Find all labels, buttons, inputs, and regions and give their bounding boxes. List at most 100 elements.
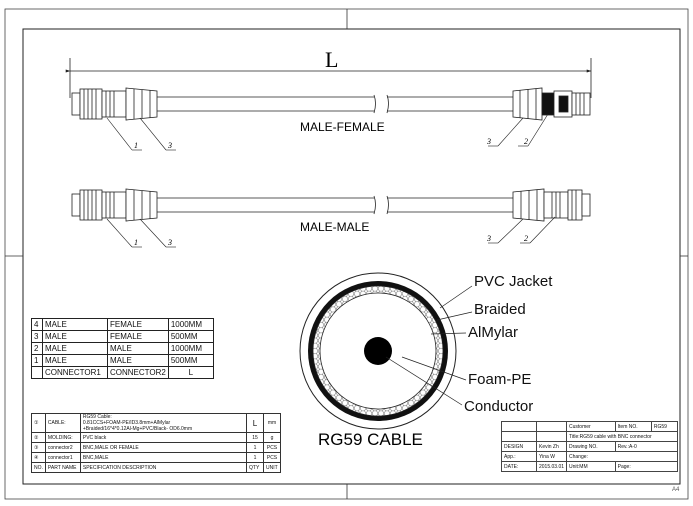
balloon-1-bottom: 1	[134, 238, 138, 247]
bom-table: ① CABLE: RG59 Cable: 0.81CCS+FOAM-PE/ID3…	[31, 413, 281, 473]
cross-section-leaders	[385, 285, 473, 406]
table-header-row: NO. PART NAME SPECIFICATION DESCRIPTION …	[31, 462, 281, 473]
outer-border	[4, 8, 689, 500]
length-cell: 1000MM	[167, 318, 214, 331]
connector1-cell: MALE	[42, 354, 108, 367]
item-no-value: RG59	[650, 421, 679, 432]
connector2-cell: FEMALE	[107, 318, 169, 331]
title-block-row: DATE: 2015.03.01 Unit:MM Page:	[501, 461, 679, 472]
app-value: Yina W	[535, 451, 568, 462]
title-block-row: Customer Item NO. RG59	[501, 421, 679, 432]
bom-spec-line: +Braided/16*4*0.12Al-Mg+PVC/Black- OD6.0…	[82, 426, 193, 432]
header-no	[31, 366, 43, 379]
balloon-leaders-top	[106, 113, 549, 151]
bom-spec: RG59 Cable: 0.81CCS+FOAM-PE/ID3.8mm+AlMy…	[79, 413, 248, 433]
bom-qty: 1	[246, 442, 264, 453]
balloon-3-top-right: 3	[486, 137, 491, 146]
bom-unit: mm	[263, 413, 281, 433]
header-length: L	[167, 366, 214, 379]
cable-cross-section	[299, 272, 457, 430]
length-cell: 500MM	[167, 354, 214, 367]
bom-unit: PCS	[263, 442, 281, 453]
sheet-size: A4	[672, 487, 680, 493]
variant-no: 1	[31, 354, 43, 367]
assembly-male-male	[71, 188, 591, 222]
bom-header-spec: SPECIFICATION DESCRIPTION	[79, 462, 248, 473]
bom-spec-line: RG59 Cable:	[82, 414, 112, 420]
title-block: Customer Item NO. RG59 Title:RG59 cable …	[501, 421, 679, 472]
balloon-3-top: 3	[167, 141, 172, 150]
connector1-cell: MALE	[42, 330, 108, 343]
title-block-row: Title:RG59 cable with BNC connector	[501, 431, 678, 442]
balloon-2-bottom: 2	[524, 234, 528, 243]
table-row: ① CABLE: RG59 Cable: 0.81CCS+FOAM-PE/ID3…	[31, 413, 281, 433]
date-value: 2015.03.01	[535, 461, 568, 472]
label-pvc-jacket: PVC Jacket	[474, 273, 553, 290]
connector2-cell: MALE	[107, 342, 169, 355]
bom-no: ④	[31, 452, 46, 463]
bom-spec-line: 0.81CCS+FOAM-PE/ID3.8mm+AlMylar	[82, 420, 171, 426]
balloon-2-top: 2	[524, 137, 528, 146]
variant-no: 4	[31, 318, 43, 331]
table-row: ④ connector1 BNC,MALE 1 PCS	[31, 452, 281, 463]
length-symbol: L	[325, 47, 338, 72]
date-label: DATE:	[501, 461, 537, 472]
connector1-cell: MALE	[42, 342, 108, 355]
bom-unit: PCS	[263, 452, 281, 463]
assembly-top-label: MALE-FEMALE	[300, 120, 385, 134]
header-connector2: CONNECTOR2	[107, 366, 169, 379]
item-no-label: Item NO.	[614, 421, 652, 432]
table-row: 1 MALE MALE 500MM	[31, 354, 214, 367]
bom-qty: 15	[246, 432, 264, 443]
bom-qty: 1	[246, 452, 264, 463]
bom-qty: L	[246, 413, 264, 433]
table-row: 3 MALE FEMALE 500MM	[31, 330, 214, 343]
connector2-cell: MALE	[107, 354, 169, 367]
design-label: DESIGN	[501, 441, 537, 452]
app-label: App.:	[501, 451, 537, 462]
bom-header-qty: QTY	[246, 462, 264, 473]
bom-part: CABLE:	[44, 413, 81, 433]
label-conductor: Conductor	[464, 398, 534, 415]
table-row: ② MOLDING: PVC black 15 g	[31, 432, 281, 443]
variant-no: 2	[31, 342, 43, 355]
assembly-bottom-label: MALE-MALE	[300, 220, 369, 234]
connector2-cell: FEMALE	[107, 330, 169, 343]
length-dimension	[65, 58, 592, 98]
bom-spec: BNC,MALE	[79, 452, 248, 463]
label-almylar: AlMylar	[468, 324, 519, 341]
table-row: ③ connector2 BNC,MALE OR FEMALE 1 PCS	[31, 442, 281, 453]
change-label: Change:	[566, 451, 678, 462]
balloon-3-bottom-right: 3	[486, 234, 491, 243]
drawing-no-label: Drawing NO.	[566, 441, 616, 452]
assembly-male-female	[71, 87, 591, 121]
title-value: Title:RG59 cable with BNC connector	[566, 431, 678, 442]
balloon-3-bottom: 3	[167, 238, 172, 247]
bom-part: MOLDING:	[44, 432, 81, 443]
title-block-row: App.: Yina W Change:	[501, 451, 678, 462]
rev-label: Rev.:A-0	[614, 441, 679, 452]
variant-table: 4 MALE FEMALE 1000MM 3 MALE FEMALE 500MM…	[31, 318, 214, 379]
bom-header-part: PART NAME	[44, 462, 81, 473]
bom-header-unit: UNIT	[263, 462, 281, 473]
bom-part: connector2	[44, 442, 81, 453]
length-cell: 500MM	[167, 330, 214, 343]
bom-header-no: NO.	[31, 462, 46, 473]
title-block-row: DESIGN Kevin Zh Drawing NO. Rev.:A-0	[501, 441, 679, 452]
table-row: 2 MALE MALE 1000MM	[31, 342, 214, 355]
bom-no: ①	[31, 413, 46, 433]
conductor-core	[364, 337, 392, 365]
header-connector1: CONNECTOR1	[42, 366, 108, 379]
design-value: Kevin Zh	[535, 441, 568, 452]
page-label: Page:	[614, 461, 679, 472]
inner-border	[22, 28, 681, 485]
label-foam-pe: Foam-PE	[468, 371, 532, 388]
bom-no: ②	[31, 432, 46, 443]
bom-spec: BNC,MALE OR FEMALE	[79, 442, 248, 453]
table-row: 4 MALE FEMALE 1000MM	[31, 318, 214, 331]
bom-part: connector1	[44, 452, 81, 463]
length-cell: 1000MM	[167, 342, 214, 355]
variant-no: 3	[31, 330, 43, 343]
customer-label: Customer	[566, 421, 616, 432]
